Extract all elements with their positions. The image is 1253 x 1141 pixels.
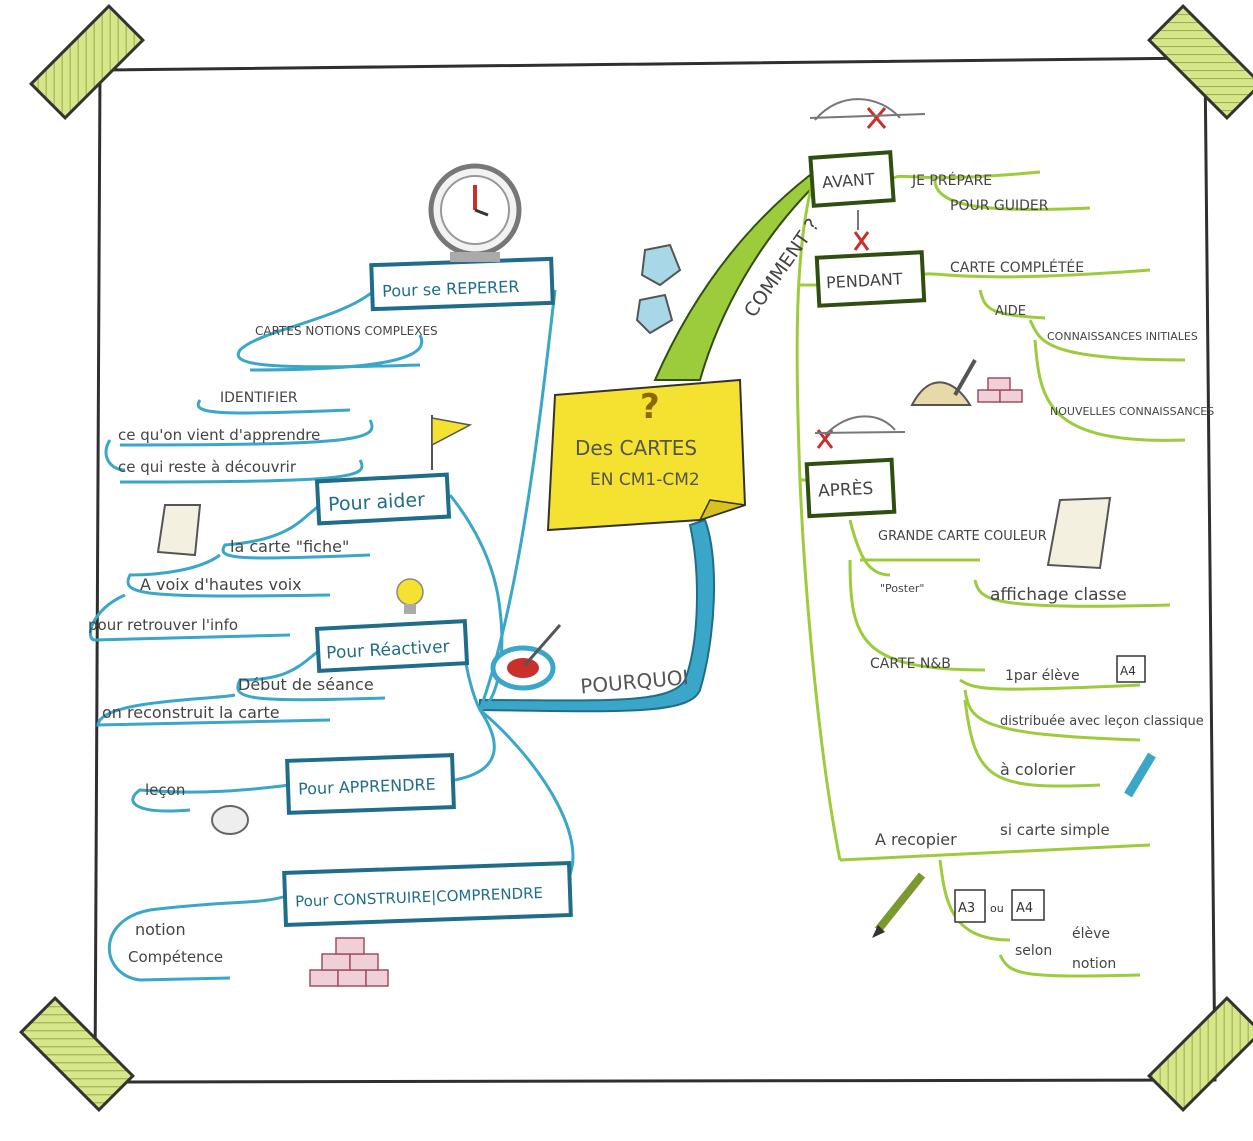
scroll-icon bbox=[156, 504, 202, 557]
apres-item-selon: selon bbox=[1015, 943, 1052, 959]
apres-item-recopier: A recopier bbox=[875, 830, 957, 849]
aider-item-1: la carte "fiche" bbox=[230, 537, 349, 556]
node-pendant-label: PENDANT bbox=[826, 269, 904, 292]
apres-item-carte-nb: CARTE N&B bbox=[870, 656, 951, 672]
apres-item-a4-2: A4 bbox=[1016, 901, 1033, 916]
tape-icon bbox=[1147, 4, 1253, 120]
target-icon bbox=[490, 645, 556, 691]
node-pour-apprendre bbox=[285, 753, 456, 815]
node-pour-apprendre-label: Pour APPRENDRE bbox=[298, 775, 436, 799]
construire-item-2: Compétence bbox=[128, 948, 223, 966]
bricks-icon bbox=[309, 937, 389, 987]
reactiver-item-2: on reconstruit la carte bbox=[102, 703, 280, 722]
node-pour-reactiver bbox=[314, 619, 470, 673]
bricks-icon bbox=[977, 377, 1023, 403]
construire-item-1: notion bbox=[135, 920, 186, 939]
central-sticky-note bbox=[546, 378, 747, 532]
a4-box-2 bbox=[1011, 889, 1045, 921]
trowel-icon bbox=[910, 359, 977, 406]
reperer-item-2: IDENTIFIER bbox=[220, 390, 298, 406]
lightbulb-icon bbox=[396, 578, 424, 614]
apres-item-colorier: à colorier bbox=[1000, 760, 1076, 779]
reperer-item-3: ce qu'on vient d'apprendre bbox=[118, 426, 320, 444]
node-avant bbox=[808, 150, 896, 208]
reactiver-item-1: Début de séance bbox=[238, 675, 374, 694]
pendant-item-3: CONNAISSANCES INITIALES bbox=[1047, 330, 1198, 343]
aider-item-2: A voix d'hautes voix bbox=[140, 575, 302, 594]
node-pour-aider bbox=[314, 472, 452, 526]
tape-icon bbox=[29, 4, 145, 120]
arc-arrows bbox=[809, 98, 926, 436]
node-pour-se-reperer bbox=[369, 256, 555, 312]
reperer-item-1: CARTES NOTIONS COMPLEXES bbox=[255, 324, 438, 338]
node-pendant bbox=[814, 250, 927, 308]
scroll-icon bbox=[1046, 496, 1112, 570]
dart-icon bbox=[523, 624, 562, 666]
tape-icon bbox=[19, 996, 135, 1112]
left-connectors bbox=[89, 288, 575, 982]
apres-item-poster: "Poster" bbox=[880, 582, 924, 595]
central-title-line2: EN CM1-CM2 bbox=[590, 470, 700, 490]
pendant-item-1: CARTE COMPLÉTÉE bbox=[950, 259, 1084, 276]
node-pour-se-reperer-label: Pour se REPERER bbox=[382, 277, 520, 301]
tape-icon bbox=[1147, 996, 1253, 1112]
avant-item-1: JE PRÉPARE bbox=[911, 172, 992, 189]
node-pour-construire bbox=[282, 860, 573, 928]
apres-item-si-carte: si carte simple bbox=[1000, 821, 1110, 839]
clock-icon bbox=[428, 163, 522, 262]
apres-item-a4: A4 bbox=[1120, 664, 1136, 678]
apres-item-distribuee: distribuée avec leçon classique bbox=[1000, 714, 1204, 729]
apres-item-ou: ou bbox=[990, 902, 1004, 915]
a3-box bbox=[954, 889, 986, 923]
central-title-line1: Des CARTES bbox=[575, 436, 697, 460]
apres-item-grande-carte: GRANDE CARTE COULEUR bbox=[878, 529, 1047, 544]
apres-item-1-par-eleve: 1par élève bbox=[1005, 668, 1080, 684]
avant-item-2: POUR GUIDER bbox=[950, 198, 1049, 214]
node-apres bbox=[804, 457, 897, 519]
node-pour-aider-label: Pour aider bbox=[328, 489, 426, 516]
apres-item-notion: notion bbox=[1072, 956, 1116, 972]
apprendre-item-1: leçon bbox=[145, 781, 185, 799]
aider-item-3: pour retrouver l'info bbox=[88, 616, 238, 634]
node-apres-label: APRÈS bbox=[818, 477, 874, 502]
node-avant-label: AVANT bbox=[822, 169, 876, 192]
right-connectors bbox=[795, 170, 1186, 978]
pendant-item-2: AIDE bbox=[995, 304, 1026, 319]
puzzle-icon bbox=[635, 243, 682, 335]
reperer-item-4: ce qui reste à découvrir bbox=[118, 458, 297, 476]
flag-icon bbox=[431, 415, 473, 470]
marker-icon bbox=[1124, 752, 1156, 798]
ear-icon bbox=[211, 805, 249, 835]
pencil-icon bbox=[872, 872, 926, 938]
central-question-mark: ? bbox=[640, 387, 660, 427]
apres-item-eleve: élève bbox=[1072, 926, 1110, 942]
apres-item-affichage: affichage classe bbox=[990, 585, 1127, 605]
pendant-item-4: NOUVELLES CONNAISSANCES bbox=[1050, 405, 1214, 418]
apres-item-a3: A3 bbox=[958, 901, 975, 916]
a4-box-1 bbox=[1116, 655, 1146, 683]
